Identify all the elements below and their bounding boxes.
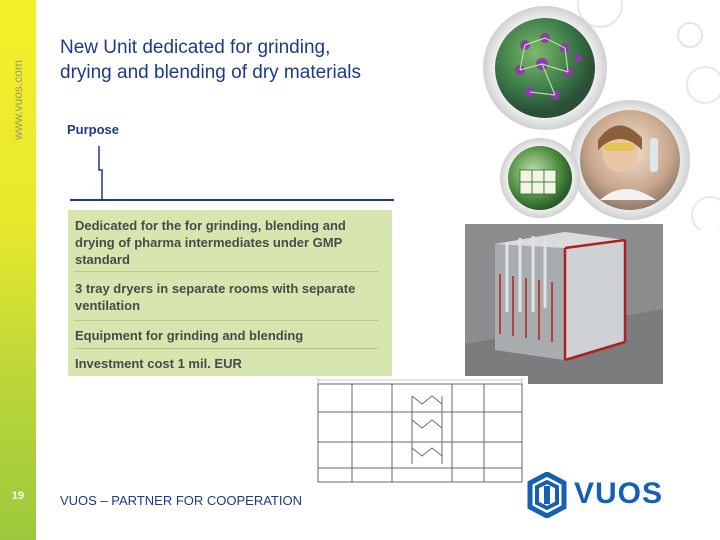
info-item-3: Equipment for grinding and blending xyxy=(75,328,304,343)
molecule-sphere-icon xyxy=(483,6,607,130)
decorative-spheres xyxy=(483,0,720,230)
periodic-table-sphere-icon xyxy=(500,138,580,218)
vuos-logo-icon xyxy=(527,472,567,518)
slide-title-line-1: New Unit dedicated for grinding, xyxy=(60,37,331,58)
vuos-logo: VUOS xyxy=(524,472,664,518)
info-item-1: Dedicated for the for grinding, blending… xyxy=(75,218,346,267)
lab-scientist-sphere-icon xyxy=(570,100,690,220)
page-number: 19 xyxy=(11,490,25,502)
info-item-4: Investment cost 1 mil. EUR xyxy=(75,356,242,371)
left-sidebar xyxy=(0,0,36,540)
slide-title: New Unit dedicated for grinding, drying … xyxy=(60,35,460,85)
purpose-label: Purpose xyxy=(67,122,120,137)
footer-text: VUOS – PARTNER FOR COOPERATION xyxy=(60,493,302,508)
site-url: www.vuos.com xyxy=(11,59,25,141)
separator xyxy=(74,320,378,321)
floor-plan-drawing xyxy=(312,376,528,486)
logo-text: VUOS xyxy=(574,477,664,510)
building-3d-render xyxy=(465,224,663,384)
info-item-2: 3 tray dryers in separate rooms with sep… xyxy=(75,281,356,313)
separator xyxy=(74,348,378,349)
slide-title-line-2: drying and blending of dry materials xyxy=(60,62,362,83)
purpose-connector xyxy=(70,146,394,201)
purpose-info-box: Dedicated for the for grinding, blending… xyxy=(68,210,392,376)
separator xyxy=(74,271,378,272)
